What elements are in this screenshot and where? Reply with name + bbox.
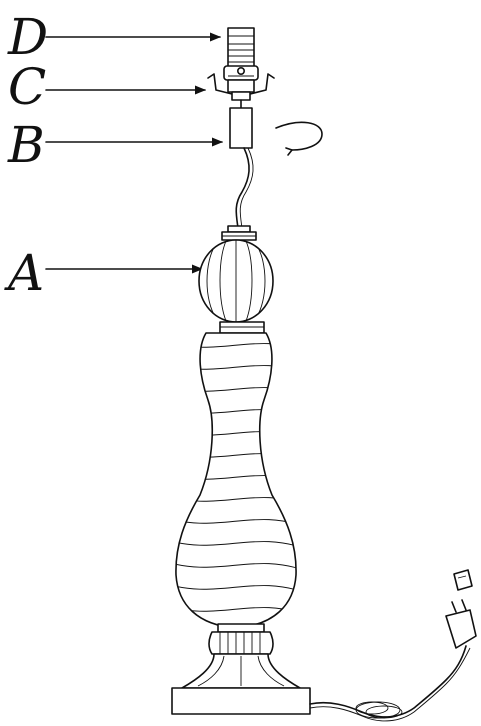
callout-a: A — [4, 244, 204, 302]
harp-saddle — [207, 73, 275, 109]
plug-adapter-icon — [453, 569, 473, 591]
threaded-coupling — [229, 107, 323, 156]
callout-b: B — [7, 116, 224, 174]
callout-c: C — [8, 58, 207, 116]
lamp-wire-upper — [235, 147, 250, 229]
socket — [223, 27, 259, 81]
callout-letter-b: B — [7, 116, 45, 174]
callout-d: D — [7, 8, 222, 66]
power-cord — [309, 645, 471, 722]
lamp-body — [171, 225, 311, 715]
callout-letter-a: A — [4, 244, 44, 302]
callout-letter-d: D — [7, 8, 48, 66]
power-plug-icon — [445, 599, 477, 649]
callout-letter-c: C — [8, 58, 46, 116]
